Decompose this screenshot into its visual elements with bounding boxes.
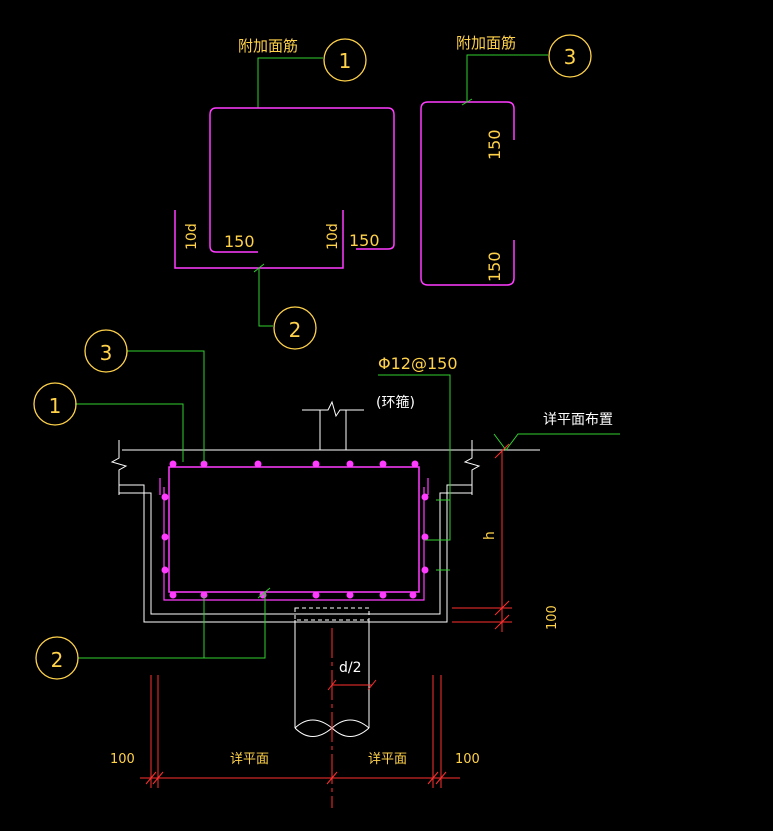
detail-1-leader (257, 57, 323, 108)
detail-3-dim-top: 150 (485, 129, 504, 160)
section-leader-2 (203, 592, 266, 659)
left-break-mark (110, 440, 128, 495)
detail-3-leader (466, 54, 548, 102)
detail-2: 2 (174, 210, 344, 350)
pile-head (294, 607, 370, 621)
bottom-dim-left-mid: 详平面 (230, 752, 269, 767)
detail-3: 附加面筋 3 150 150 (420, 34, 592, 286)
stirrup-leader (378, 374, 451, 541)
detail-2-callout-label: 2 (289, 318, 302, 342)
cover-label: 100 (545, 605, 560, 630)
stirrup-note: (环箍) (376, 394, 415, 411)
cap-outline-inner (119, 492, 472, 615)
detail-2-leader (258, 268, 273, 327)
right-break-mark (463, 440, 481, 495)
detail-2-callout-circle (273, 306, 317, 350)
section-leader-1 (75, 403, 184, 462)
section-callout-1-label: 1 (49, 394, 62, 418)
bottom-stirrup (163, 487, 425, 601)
section-callout-2-label: 2 (51, 648, 64, 672)
section-callout-2-circle (35, 636, 79, 680)
detail-3-callout-label: 3 (564, 45, 577, 69)
rebar-dots (161, 460, 429, 599)
bottom-dim-right-mid: 详平面 (368, 752, 407, 767)
detail-3-callout-circle (548, 34, 592, 78)
section-leader-3 (127, 350, 205, 462)
elevation-note: 详平面布置 (543, 412, 613, 428)
section-callout-3-circle (84, 329, 128, 373)
detail-1-dim-right-vertical: 10d (325, 223, 341, 250)
section-view: d/2 3 1 2 Φ12@150 (环箍) 详平面布置 h 100 (33, 329, 620, 808)
elevation-marker (493, 433, 620, 451)
detail-1-title: 附加面筋 (238, 37, 298, 55)
detail-3-dim-bottom: 150 (485, 251, 504, 282)
detail-2-rebar (174, 210, 344, 269)
detail-1: 附加面筋 1 10d 150 10d 150 (184, 37, 395, 253)
detail-1-callout-label: 1 (339, 49, 352, 73)
detail-3-rebar (420, 101, 515, 286)
pile-dim-label: d/2 (339, 660, 362, 676)
detail-1-rebar (209, 107, 395, 253)
bottom-dim-left: 100 (110, 752, 135, 767)
detail-1-dim-right-horizontal: 150 (349, 231, 380, 250)
column-break-mark (320, 400, 346, 418)
rebar-cage (168, 466, 420, 593)
detail-1-dim-left-vertical: 10d (184, 223, 200, 250)
bottom-dim-right: 100 (455, 752, 480, 767)
detail-3-title: 附加面筋 (456, 34, 516, 52)
section-callout-3-label: 3 (100, 341, 113, 365)
detail-1-dim-left-horizontal: 150 (224, 232, 255, 251)
section-callout-1-circle (33, 382, 77, 426)
height-label: h (482, 531, 498, 540)
stirrup-spec: Φ12@150 (378, 354, 458, 373)
detail-1-callout-circle (323, 38, 367, 82)
